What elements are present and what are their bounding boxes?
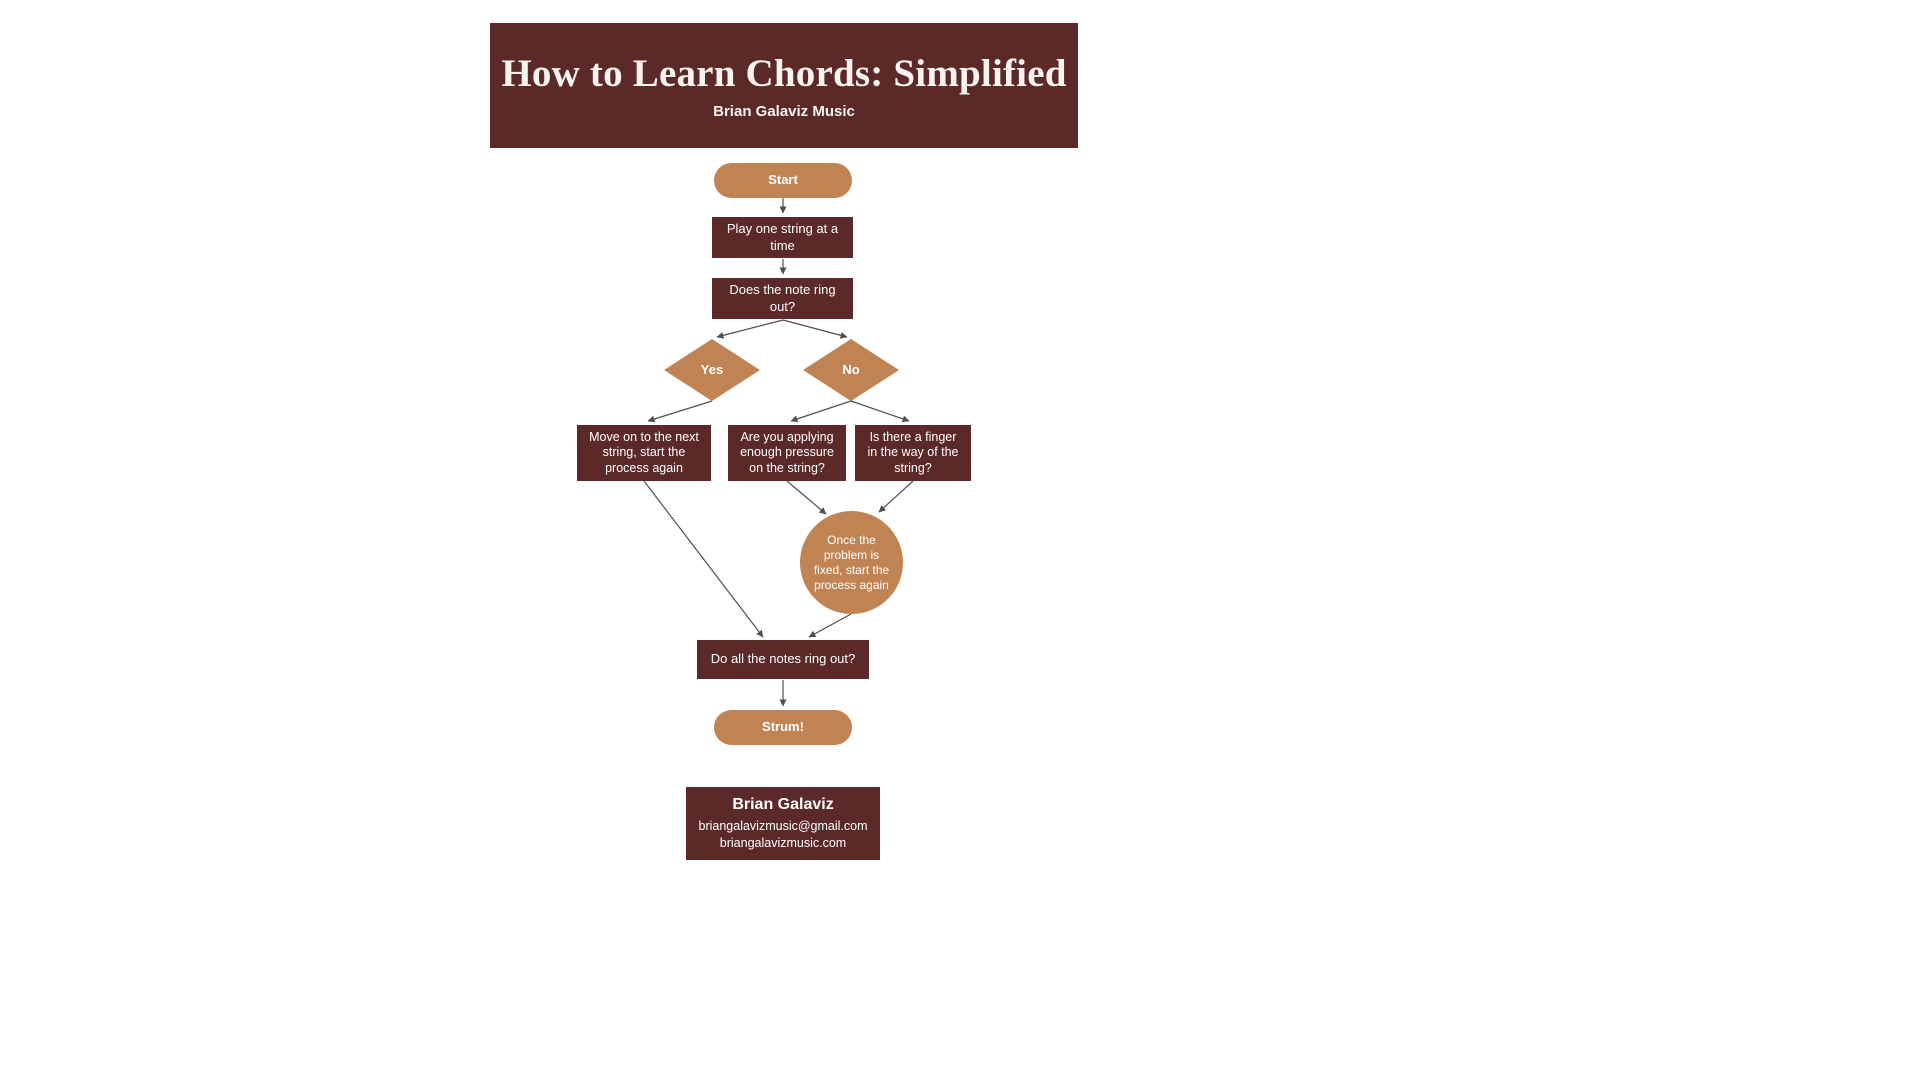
footer-website: briangalavizmusic.com: [719, 835, 847, 850]
flow-node-does-note-ring: Does the note ring out?: [712, 278, 853, 319]
header-banner: How to Learn Chords: Simplified Brian Ga…: [490, 23, 1078, 148]
flow-node-yes: Yes: [664, 339, 760, 401]
flow-node-start: Start: [714, 163, 852, 198]
flow-node-strum: Strum!: [714, 710, 852, 745]
page-title: How to Learn Chords: Simplified: [501, 52, 1067, 95]
footer-contact-card: Brian Galaviz briangalavizmusic@gmail.co…: [686, 787, 880, 860]
flow-node-finger-in-way: Is there a finger in the way of the stri…: [855, 425, 971, 481]
flow-node-move-on: Move on to the next string, start the pr…: [577, 425, 711, 481]
footer-name: Brian Galaviz: [732, 795, 834, 813]
flow-node-problem-fixed: Once the problem is fixed, start the pro…: [800, 511, 903, 614]
flow-node-play-one-string: Play one string at a time: [712, 217, 853, 258]
flow-node-no: No: [803, 339, 899, 401]
flow-node-enough-pressure: Are you applying enough pressure on the …: [728, 425, 846, 481]
page-subtitle: Brian Galaviz Music: [713, 103, 855, 120]
flow-node-all-notes-ring: Do all the notes ring out?: [697, 640, 869, 679]
footer-email: briangalavizmusic@gmail.com: [698, 818, 868, 833]
